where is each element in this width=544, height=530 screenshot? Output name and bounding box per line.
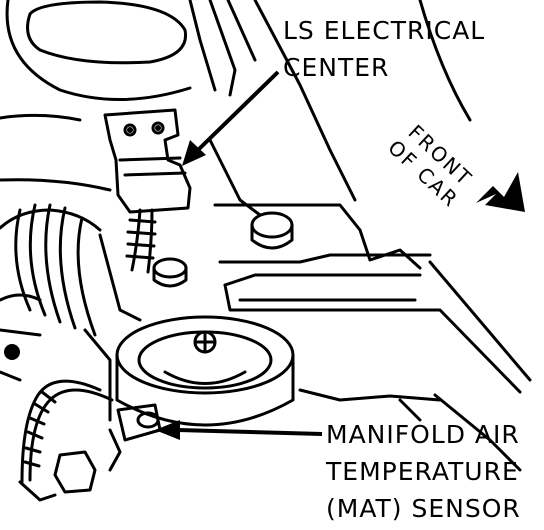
- mat-sensor-arrow: [155, 420, 323, 440]
- bolt-heads: [4, 125, 161, 360]
- mat-sensor: [108, 403, 162, 472]
- body-panel-lines: [0, 0, 472, 217]
- front-of-car-arrow-icon: [476, 172, 525, 212]
- air-intake-duct: [0, 203, 142, 422]
- bolt-round: [250, 211, 294, 250]
- mat-sensor-label-line2: TEMPERATURE: [326, 457, 519, 486]
- mat-sensor-label-line1: MANIFOLD AIR: [326, 420, 520, 449]
- mat-sensor-label-line3: (MAT) SENSOR: [326, 494, 521, 523]
- strut-tower: [5, 0, 257, 101]
- ls-electrical-center-label-line2: CENTER: [283, 53, 390, 82]
- throttle-body: [115, 315, 295, 427]
- ls-electrical-center-connector: [103, 108, 192, 214]
- lower-panel-lines: [298, 388, 522, 472]
- wire-harness: [125, 208, 157, 274]
- bracket-plate: [213, 203, 532, 394]
- sensor-wiring: [0, 370, 114, 502]
- ls-center-arrow: [182, 70, 280, 166]
- ls-electrical-center-label-line1: LS ELECTRICAL: [283, 16, 486, 45]
- bolt-small: [152, 257, 188, 288]
